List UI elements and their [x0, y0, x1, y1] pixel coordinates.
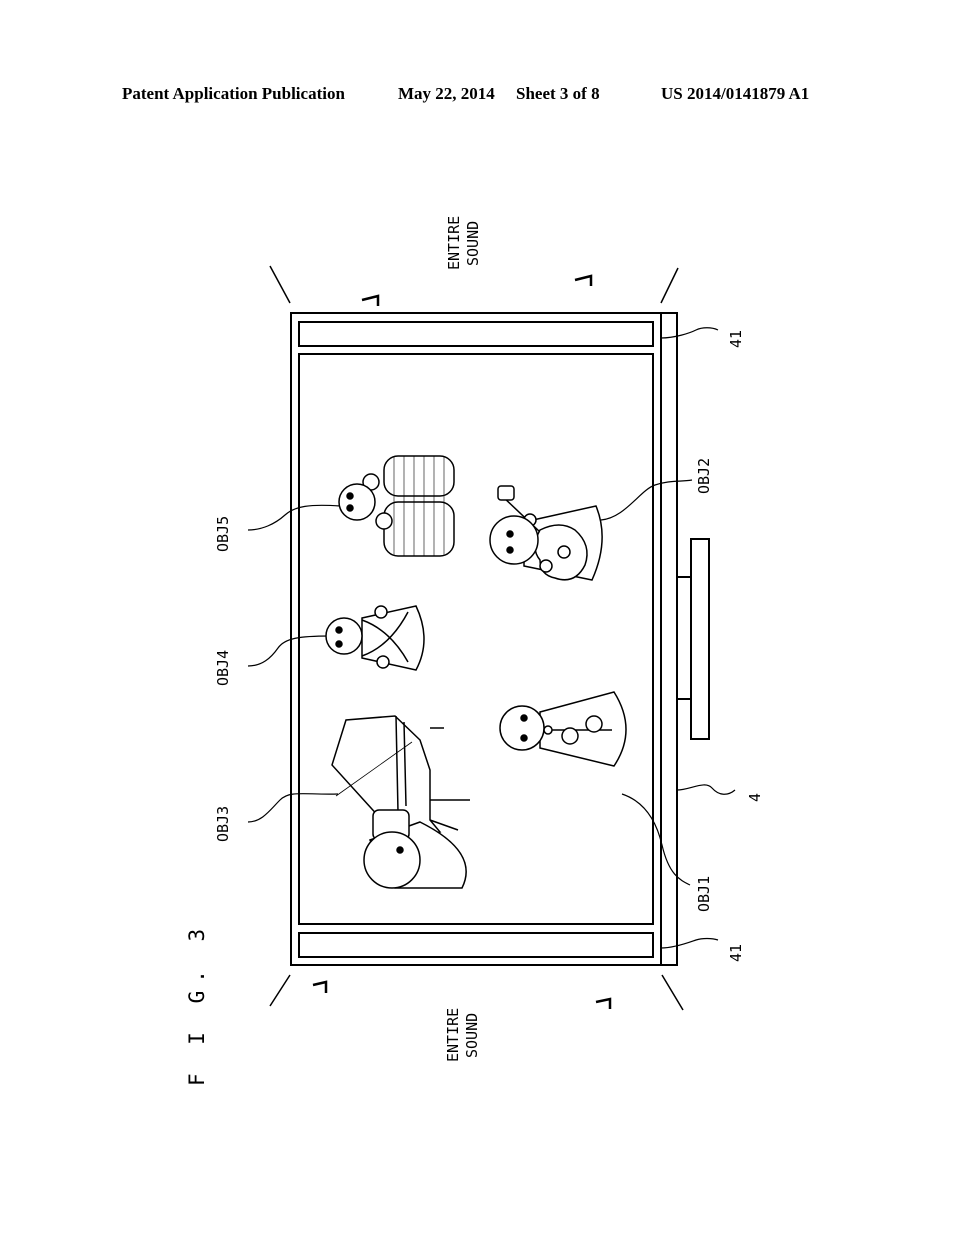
label-entire-bottom: ENTIRE [444, 1008, 462, 1062]
display-side-strip [660, 312, 678, 966]
music-note-icon [361, 294, 380, 306]
sheet-number: Sheet 3 of 8 [516, 84, 600, 103]
label-obj3: OBJ3 [214, 806, 232, 842]
label-sound-bottom: SOUND [463, 1013, 481, 1058]
ref-4: 4 [746, 793, 764, 802]
leader-41-bottom [660, 937, 719, 949]
label-entire-top: ENTIRE [445, 216, 463, 270]
label-obj5: OBJ5 [214, 516, 232, 552]
page-header: Patent Application Publication May 22, 2… [0, 84, 960, 110]
leader-obj5 [247, 504, 341, 531]
stand-base [690, 538, 710, 740]
leader-obj2 [600, 479, 693, 521]
ref-41-top: 41 [727, 330, 745, 348]
display-screen [298, 353, 654, 925]
speaker-bottom [298, 932, 654, 958]
ref-41-bottom: 41 [727, 944, 745, 962]
music-note-icon [595, 997, 612, 1009]
leader-obj4 [247, 635, 331, 667]
figure-label: F I G. 3 [185, 921, 209, 1086]
publication-title: Patent Application Publication [122, 84, 345, 103]
obj2-guitarist-figure [489, 485, 603, 581]
music-note-icons [312, 274, 612, 1009]
obj5-drummer-figure [338, 455, 455, 557]
leader-41-top [660, 327, 719, 339]
obj3-pianist-figure [331, 715, 470, 889]
label-obj4: OBJ4 [214, 650, 232, 686]
publication-date: May 22, 2014 [398, 84, 495, 103]
label-sound-top: SOUND [464, 221, 482, 266]
sound-emission-lines [269, 265, 684, 1011]
label-obj2: OBJ2 [695, 458, 713, 494]
speaker-top [298, 321, 654, 347]
music-note-icon [312, 980, 328, 993]
patent-number: US 2014/0141879 A1 [661, 84, 810, 103]
music-note-icon [574, 274, 593, 286]
leader-4 [676, 784, 736, 795]
label-obj1: OBJ1 [695, 876, 713, 912]
obj4-figure [325, 605, 425, 671]
leader-obj3 [247, 793, 339, 823]
obj1-flutist-figure [499, 691, 627, 767]
leader-obj1 [621, 793, 691, 886]
